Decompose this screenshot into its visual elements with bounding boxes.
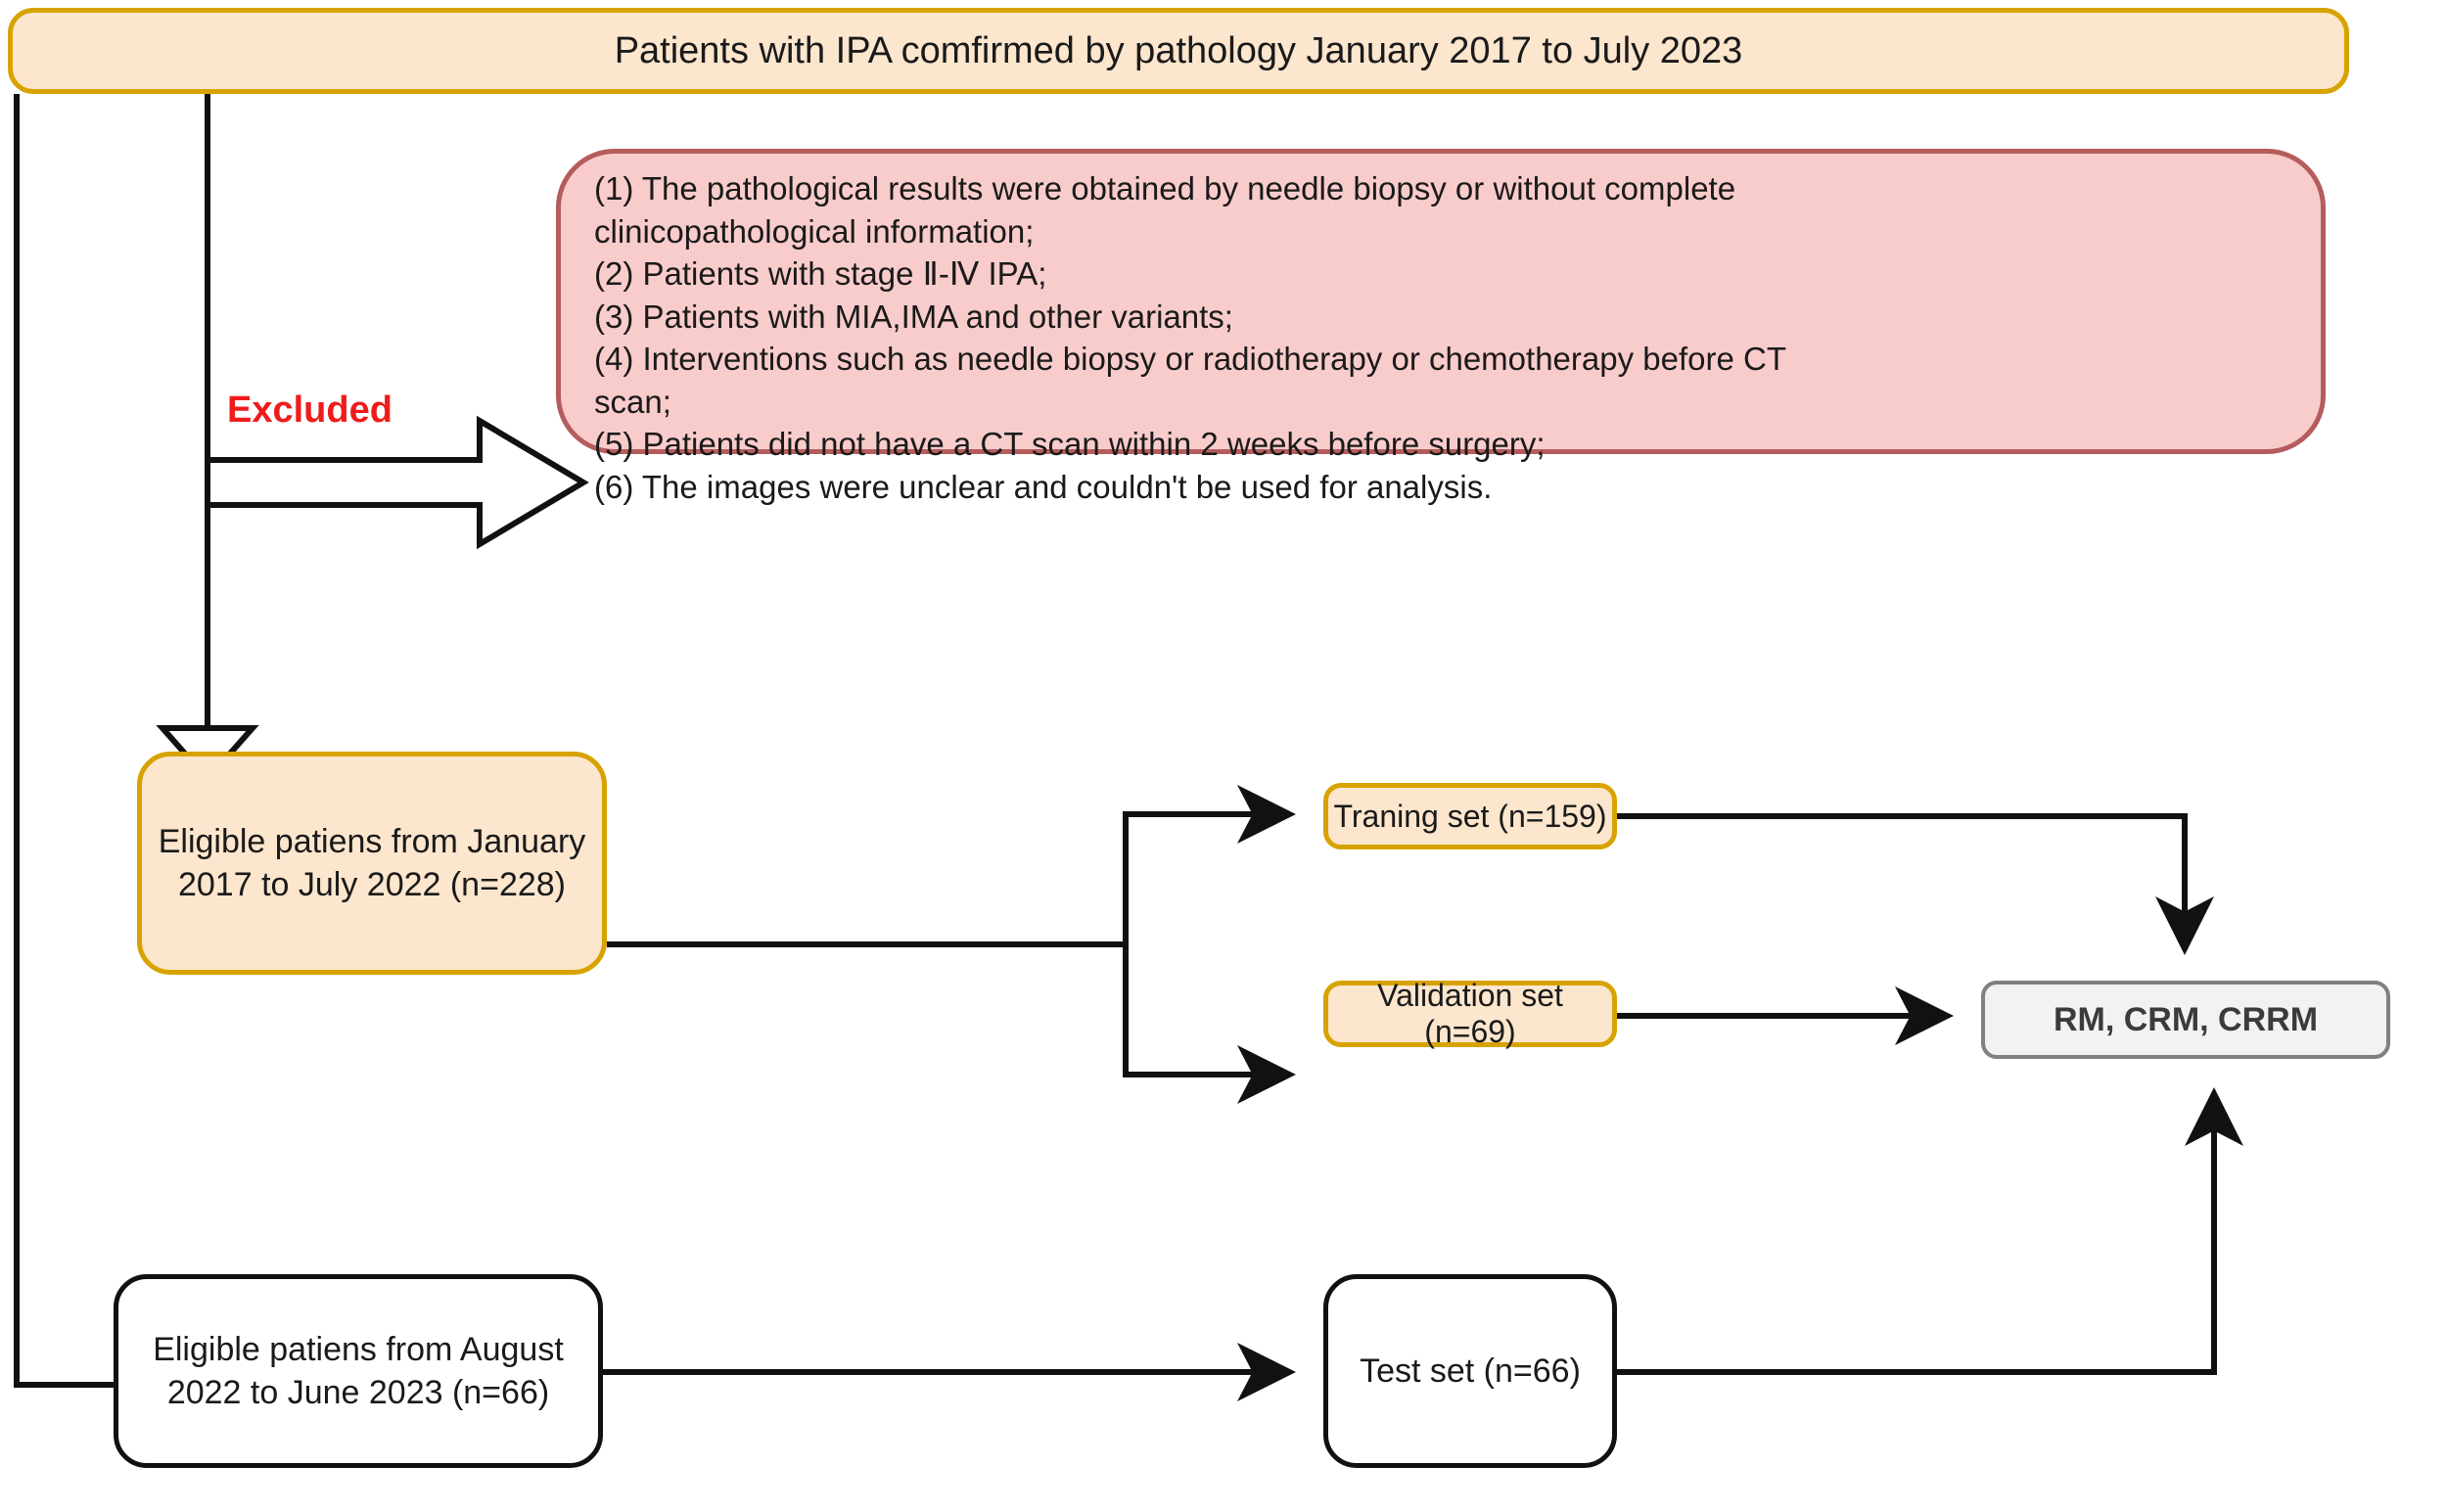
training-set-box: Traning set (n=159) xyxy=(1323,783,1617,849)
exclusion-criteria-list: (1) The pathological results were obtain… xyxy=(594,170,1786,505)
excluded-block-arrow xyxy=(205,415,589,550)
exclusion-criteria-box: (1) The pathological results were obtain… xyxy=(556,149,2326,505)
excluded-label: Excluded xyxy=(227,389,392,431)
connector-title-to-eligible-test xyxy=(14,94,339,1414)
test-set-box: Test set (n=66) xyxy=(1323,1274,1617,1468)
eligible-patients-train-box: Eligible patiens from January 2017 to Ju… xyxy=(137,752,607,975)
test-set-text: Test set (n=66) xyxy=(1360,1352,1581,1390)
cohort-title-text: Patients with IPA comfirmed by pathology… xyxy=(614,29,1743,71)
eligible-patients-train-text: Eligible patiens from January 2017 to Ju… xyxy=(158,822,586,903)
connector-test-to-models xyxy=(1617,1087,2243,1375)
eligible-patients-test-text: Eligible patiens from August 2022 to Jun… xyxy=(153,1330,564,1411)
eligible-patients-test-box: Eligible patiens from August 2022 to Jun… xyxy=(114,1274,603,1468)
connector-split-to-training xyxy=(1123,785,1296,944)
validation-set-text: Validation set (n=69) xyxy=(1377,978,1563,1049)
training-set-text: Traning set (n=159) xyxy=(1333,798,1607,834)
cohort-title-box: Patients with IPA comfirmed by pathology… xyxy=(8,8,2349,94)
models-box: RM, CRM, CRRM xyxy=(1981,981,2390,1059)
connector-training-to-models xyxy=(1617,813,2214,955)
connector-split-to-validation xyxy=(1123,944,1296,1104)
validation-set-box: Validation set (n=69) xyxy=(1323,978,1617,1049)
models-text: RM, CRM, CRRM xyxy=(2053,1000,2319,1038)
